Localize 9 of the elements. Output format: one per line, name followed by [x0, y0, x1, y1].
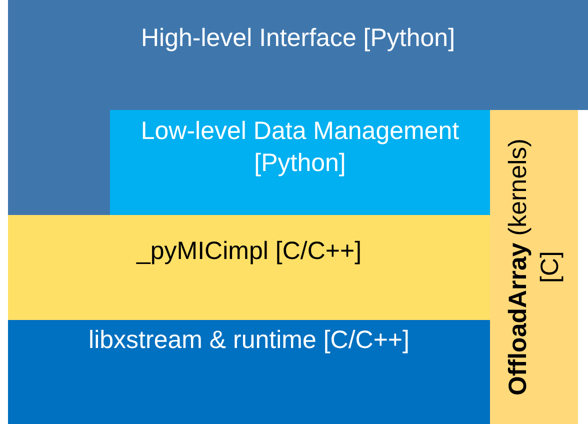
layer-label: OffloadArray (kernels) [C] [503, 138, 565, 398]
layer-block [8, 215, 490, 320]
layer-label: _pyMICimpl [C/C++] [135, 236, 363, 267]
layer-block [110, 110, 490, 215]
layer-block [8, 320, 490, 424]
side-block [490, 110, 578, 424]
layer-label: High-level Interface [Python] [140, 23, 456, 54]
layer-label: Low-level Data Management [Python] [140, 116, 460, 179]
layer-label: libxstream & runtime [C/C++] [88, 325, 410, 356]
